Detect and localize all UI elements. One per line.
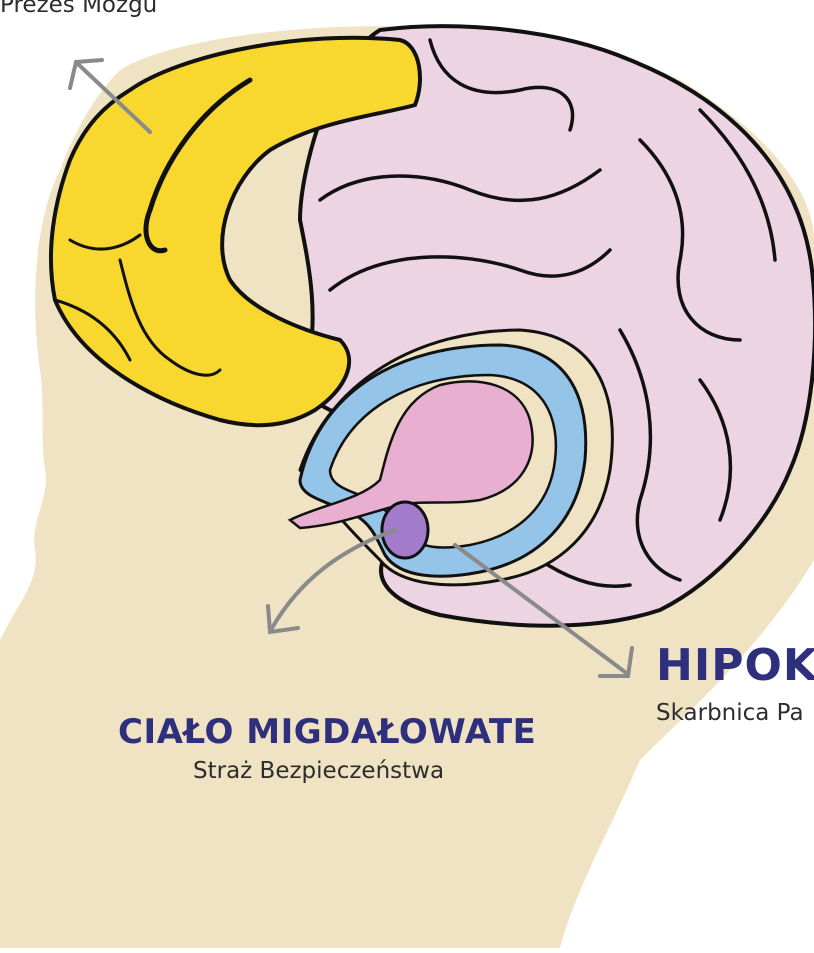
amygdala-region bbox=[382, 502, 428, 558]
amygdala-title: CIAŁO MIGDAŁOWATE bbox=[110, 712, 544, 752]
amygdala-subtitle: Straż Bezpieczeństwa bbox=[193, 758, 444, 784]
prefrontal-label: Prezes Mózgu bbox=[0, 0, 157, 18]
hippocampus-subtitle: Skarbnica Pa bbox=[656, 700, 804, 726]
hippocampus-title: HIPOK bbox=[656, 640, 814, 691]
